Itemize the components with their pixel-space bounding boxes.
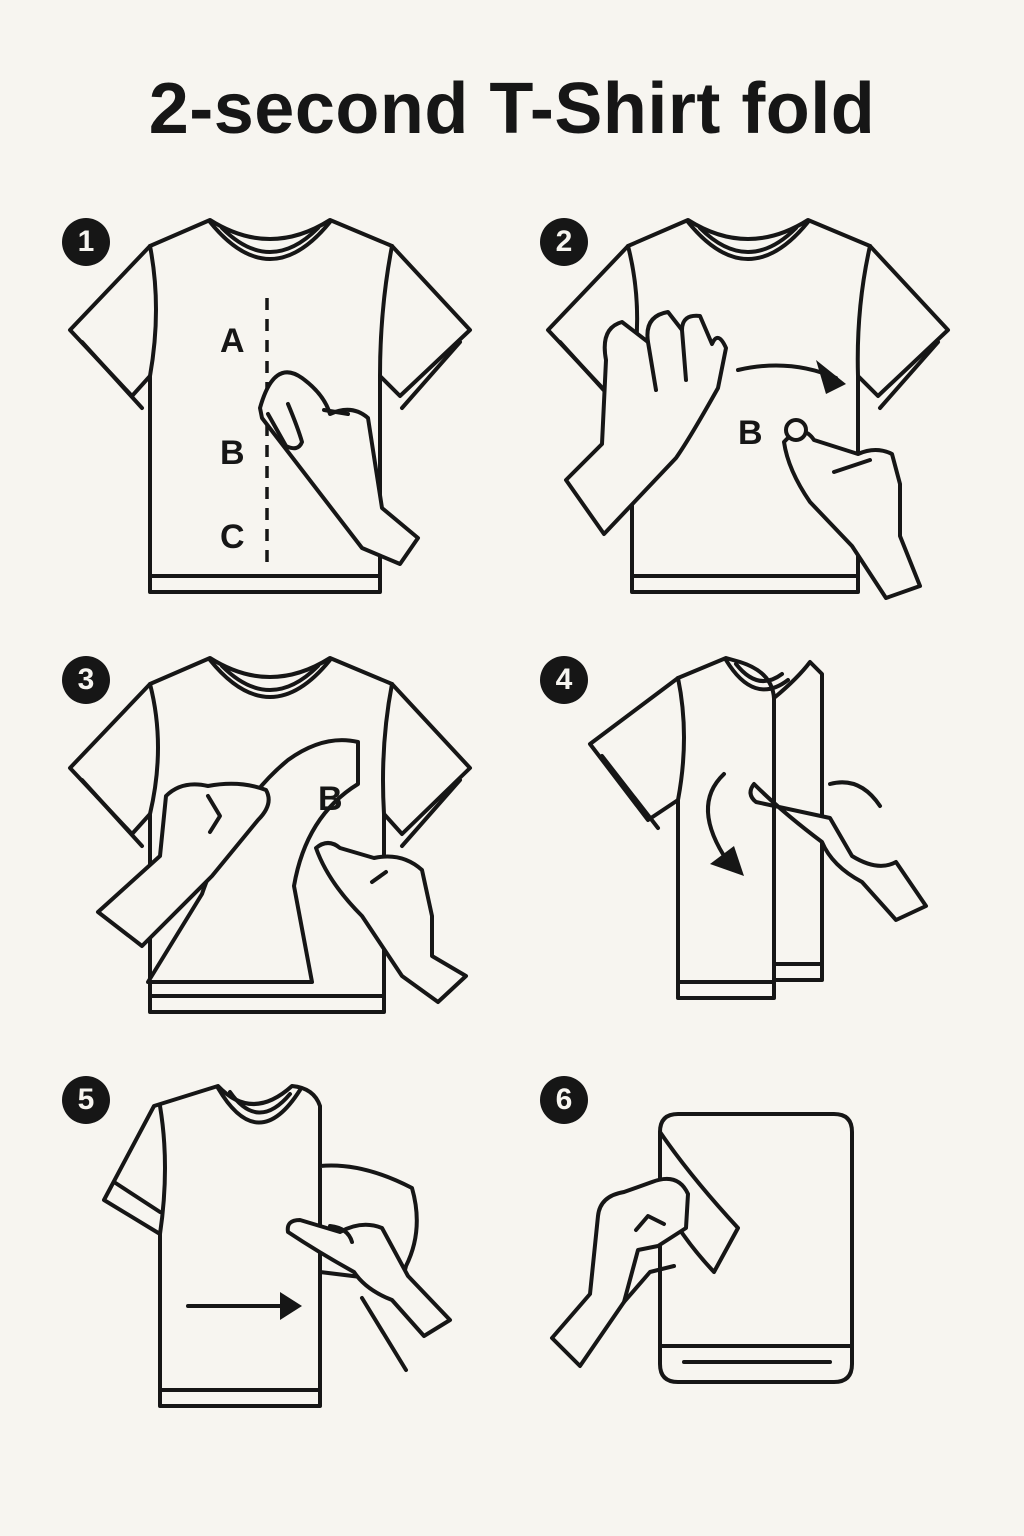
step-5-panel: 5 <box>62 1076 542 1496</box>
hand-icon <box>550 1177 690 1368</box>
point-label-b: B <box>318 780 343 818</box>
tshirt-icon <box>68 656 472 1014</box>
step-3-number: 3 <box>62 656 110 704</box>
step-3-panel: 3 B <box>62 656 542 1076</box>
hand-icon <box>564 310 728 536</box>
arrow-icon <box>736 360 846 394</box>
step-3-illustration <box>68 656 472 1014</box>
step-2-panel: 2 B <box>540 218 1020 638</box>
tshirt-icon <box>588 656 824 1000</box>
hand-icon <box>258 370 420 566</box>
step-4-number: 4 <box>540 656 588 704</box>
step-5-number: 5 <box>62 1076 110 1124</box>
step-1-illustration <box>68 218 472 594</box>
step-6-number: 6 <box>540 1076 588 1124</box>
arrow-icon <box>186 1292 302 1320</box>
point-label-a: A <box>220 322 245 360</box>
point-label-b: B <box>738 414 763 452</box>
hand-icon <box>96 781 271 948</box>
step-5-illustration <box>102 1084 452 1408</box>
page-title: 2-second T-Shirt fold <box>148 69 876 149</box>
step-1-number: 1 <box>62 218 110 266</box>
tshirt-icon <box>546 218 950 594</box>
tshirt-icon <box>68 218 472 594</box>
step-4-illustration <box>588 656 928 1000</box>
step-2-illustration <box>546 218 950 600</box>
point-label-c: C <box>220 518 245 556</box>
step-2-number: 2 <box>540 218 588 266</box>
hand-icon <box>748 780 928 922</box>
step-1-panel: 1 A B C <box>62 218 542 638</box>
hand-icon <box>314 841 468 1004</box>
hand-icon <box>782 418 922 600</box>
arrow-icon <box>705 772 744 876</box>
step-6-illustration <box>550 1112 854 1384</box>
step-4-panel: 4 <box>540 656 1020 1076</box>
step-6-panel: 6 <box>540 1076 1020 1496</box>
tshirt-icon <box>102 1084 322 1408</box>
hand-icon <box>285 1218 452 1372</box>
point-label-b: B <box>220 434 245 472</box>
folded-shirt-icon <box>658 1112 854 1384</box>
